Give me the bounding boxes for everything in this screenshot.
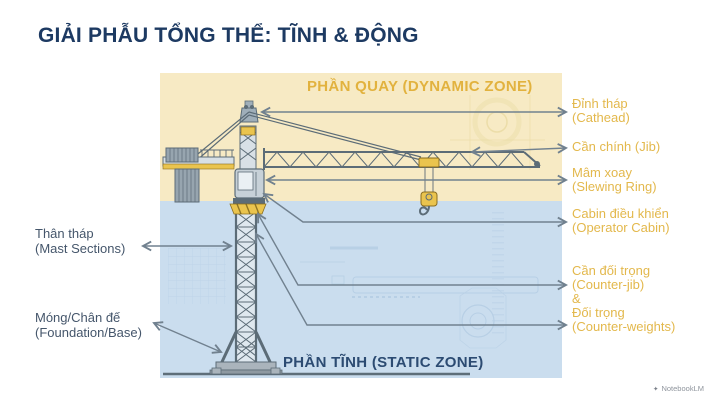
label-mast: Thân tháp (Mast Sections) (35, 226, 165, 256)
label-slewing-ring: Mâm xoay (Slewing Ring) (572, 166, 714, 194)
label-line-vi: Cabin điều khiển (572, 206, 669, 221)
mast (234, 211, 258, 363)
label-counter-jib-weights: Cần đối trọng (Counter-jib) & Đối trọng … (572, 264, 714, 334)
label-line-en: (Mast Sections) (35, 241, 126, 256)
operator-cabin (234, 168, 265, 199)
counterweights (165, 147, 200, 203)
label-line-joiner: & (572, 291, 581, 306)
label-foundation: Móng/Chân đế (Foundation/Base) (35, 310, 165, 340)
watermark: ✦ NotebookLM (653, 384, 704, 393)
label-line-en: (Counter-weights) (572, 319, 676, 334)
label-line-vi: Đối trọng (572, 305, 625, 320)
label-jib: Cần chính (Jib) (572, 140, 714, 154)
label-line-vi: Đỉnh tháp (572, 96, 628, 111)
static-zone-label: PHẦN TĨNH (STATIC ZONE) (283, 354, 484, 371)
label-line-en: (Cathead) (572, 110, 630, 125)
label-line-en: (Foundation/Base) (35, 325, 142, 340)
label-line-en: (Slewing Ring) (572, 179, 657, 194)
label-line-vi: Mâm xoay (572, 165, 632, 180)
arrow-counter-weights (255, 232, 568, 331)
watermark-text: NotebookLM (661, 384, 704, 393)
label-line-en: (Operator Cabin) (572, 220, 670, 235)
dynamic-zone-label: PHẦN QUAY (DYNAMIC ZONE) (307, 78, 533, 95)
label-line-en: (Counter-jib) (572, 277, 645, 292)
arrow-jib (470, 143, 568, 157)
label-line-vi: Móng/Chân đế (35, 310, 121, 325)
label-cathead: Đỉnh tháp (Cathead) (572, 97, 714, 125)
cathead (239, 100, 259, 123)
label-operator-cabin: Cabin điều khiển (Operator Cabin) (572, 207, 714, 235)
notebooklm-logo-icon: ✦ (653, 385, 659, 393)
label-line-vi: Thân tháp (35, 226, 94, 241)
tower-head (239, 125, 257, 171)
slewing-ring (229, 198, 267, 215)
foundation-base (209, 331, 283, 375)
page-title: GIẢI PHẪU TỔNG THỂ: TĨNH & ĐỘNG (38, 24, 419, 47)
arrow-foundation (152, 321, 223, 354)
label-line-vi: Cần đối trọng (572, 263, 651, 278)
label-line-vi: Cần chính (Jib) (572, 139, 661, 154)
